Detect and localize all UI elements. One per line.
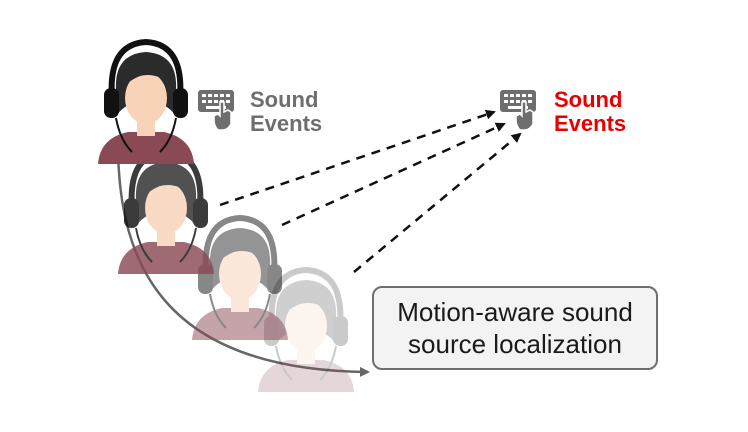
label-right-line1: Sound [554, 87, 623, 112]
keyboard-icon [499, 89, 537, 131]
listener-person-3 [192, 218, 288, 340]
label-left-line2: Events [250, 111, 323, 136]
listener-person-1 [98, 42, 194, 164]
keyboard-icon [197, 89, 235, 131]
sound-events-label-left: Sound Events [250, 88, 322, 136]
caption-line2: source localization [408, 329, 622, 359]
listener-person-2 [118, 152, 214, 274]
label-left-line1: Sound [250, 87, 319, 112]
caption-box: Motion-aware sound source localization [372, 286, 658, 370]
dashed-arrow-2 [281, 122, 506, 227]
label-right-line2: Events [554, 111, 627, 136]
sound-events-label-right: Sound Events [554, 88, 626, 136]
dashed-arrow-1 [219, 109, 496, 207]
caption-line1: Motion-aware sound [397, 297, 633, 327]
dashed-arrow-3 [353, 132, 522, 273]
